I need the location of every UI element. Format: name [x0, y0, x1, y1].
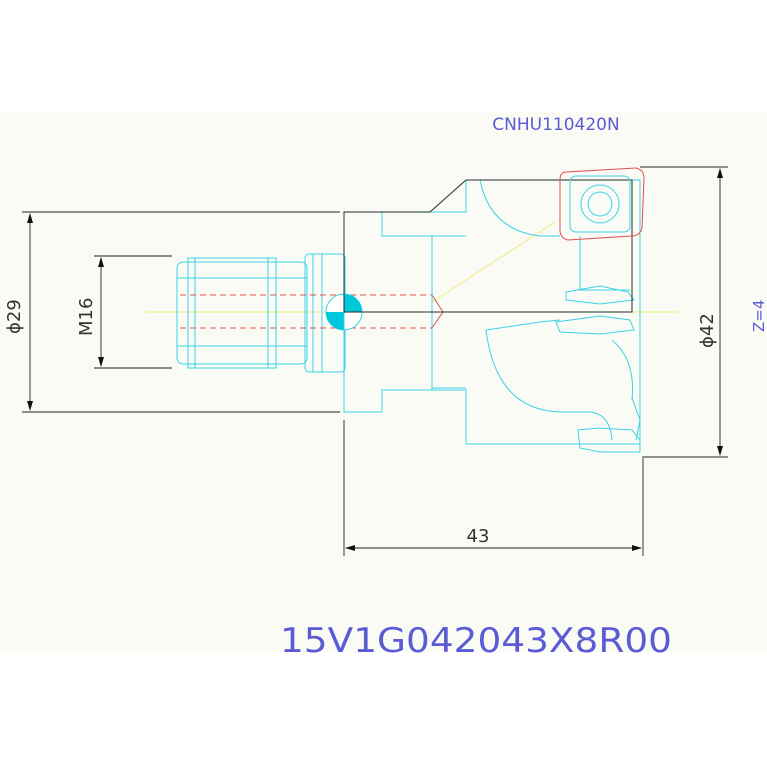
dim-shank-diameter — [22, 211, 340, 413]
dim-length — [343, 420, 644, 556]
dim-shank-diameter-label: ϕ29 — [4, 299, 25, 334]
dim-thread — [94, 255, 172, 369]
dim-thread-label: M16 — [76, 298, 97, 336]
dim-length-label: 43 — [467, 526, 490, 547]
dim-cutting-diameter — [640, 166, 728, 458]
insert-icon — [559, 167, 645, 241]
section-outline — [343, 179, 633, 313]
cutter-body — [343, 179, 641, 453]
flute-count-label: Z=4 — [750, 300, 767, 332]
insert-code-label: CNHU110420N — [492, 115, 619, 135]
drawing-sheet — [0, 112, 767, 652]
insert-reference-line — [431, 221, 556, 303]
threaded-shank — [176, 253, 346, 373]
dim-cutting-diameter-label: ϕ42 — [697, 313, 718, 348]
tool-code-label: 15V1G042043X8R00 — [280, 621, 672, 661]
